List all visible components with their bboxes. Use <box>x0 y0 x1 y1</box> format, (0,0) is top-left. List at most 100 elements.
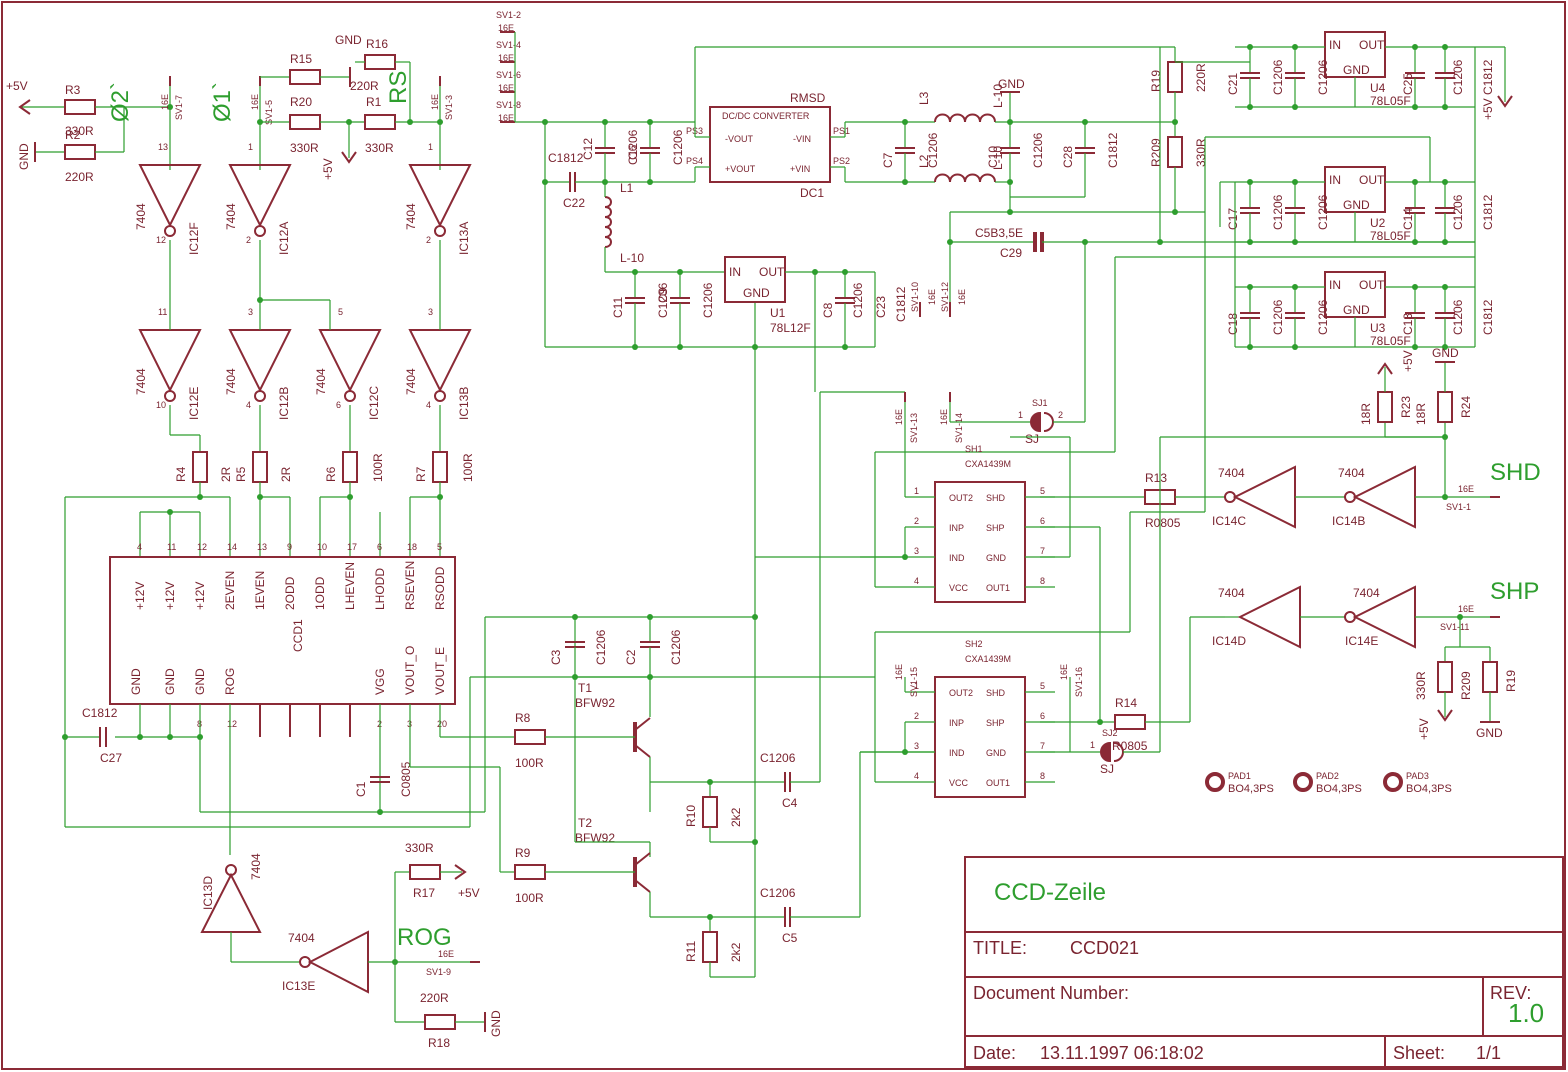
ccd-top-pin-number: 4 <box>137 542 142 552</box>
capacitor-value-label: C1206 <box>1271 59 1285 95</box>
resistor-r17 <box>409 864 441 880</box>
resistor-r4 <box>192 451 208 483</box>
resistor-r11 <box>702 931 718 963</box>
resistor-r8 <box>514 729 546 745</box>
resistor-r17-name: R17 <box>413 886 435 900</box>
sh-pin-label: VCC <box>949 778 969 788</box>
ccd-top-pin-label: RSODD <box>433 566 447 610</box>
sh-chip-name: SH2 <box>965 639 983 649</box>
resistor-r10-value: 2k2 <box>729 807 743 827</box>
inverter-type-label: 7404 <box>404 203 418 230</box>
pad-name: PAD1 <box>1228 771 1251 781</box>
sh-pin-num: 1 <box>914 681 919 691</box>
sh-pin-num: 7 <box>1040 741 1045 751</box>
inverter-input-pin: 1 <box>248 142 253 152</box>
sh-pin-num: 3 <box>914 546 919 556</box>
ccd-top-pin-label: 1EVEN <box>253 571 267 610</box>
sh-pin-num: 5 <box>1040 681 1045 691</box>
regulator-name-label: U3 <box>1370 321 1386 335</box>
resistor-r21 <box>1377 391 1393 423</box>
resistor-r10-name: R10 <box>684 805 698 827</box>
inductor-l2-value: L-10 <box>991 146 1005 170</box>
resistor-r13-value: R0805 <box>1145 516 1181 530</box>
ccd-top-pin-label: 1ODD <box>313 576 327 610</box>
capacitor-value-label: C1206 <box>1316 194 1330 230</box>
cap-c5-value: C1206 <box>760 886 796 900</box>
ccd-top-pin-number: 14 <box>227 542 237 552</box>
ccd-top-pin-number: 9 <box>287 542 292 552</box>
inv-ic14c-type: 7404 <box>1218 466 1245 480</box>
resistor-r21-name: R23 <box>1399 396 1413 418</box>
resistor-r23-name: R19 <box>1149 70 1163 92</box>
sh-chip-part: CXA1439M <box>965 654 1011 664</box>
resistor-r19-name: R19 <box>1504 670 1518 692</box>
ccd-top-pin-label: 2ODD <box>283 576 297 610</box>
conn-sv1-1-value: 16E <box>1458 484 1474 494</box>
cap-c6-value: C1206 <box>671 129 685 165</box>
regulator-u1-in: IN <box>729 265 741 279</box>
capacitor-name-label: C18 <box>1226 313 1240 335</box>
conn-sv1-11-name: SV1-11 <box>1440 622 1469 632</box>
sh-pin-num: 4 <box>914 771 919 781</box>
sh-pin-label: VCC <box>949 583 969 593</box>
pad-value: BO4,3PS <box>1316 783 1362 795</box>
sh-pin-label: SHP <box>986 523 1005 533</box>
resistor-r209-value: 330R <box>1414 671 1428 700</box>
pad-value: BO4,3PS <box>1406 783 1452 795</box>
cap-c12-value: C1206 <box>626 129 640 165</box>
inductor-l3 <box>934 113 996 123</box>
cap-c28-value: C1812 <box>1106 132 1120 168</box>
resistor-r9 <box>514 864 546 880</box>
ccd-bottom-pin-label: VGG <box>373 668 387 695</box>
cap-c11-name: C11 <box>611 297 625 318</box>
resistor-r4-name: R4 <box>174 466 188 482</box>
sh-pin-num: 1 <box>914 486 919 496</box>
conn-sv1-13-name: SV1-13 <box>909 413 919 443</box>
dcdc-ps4: PS4 <box>686 156 703 166</box>
capacitor-name-label: C21 <box>1226 73 1240 95</box>
conn-sv1-16-name: SV1-16 <box>1074 667 1084 697</box>
ccd-top-pin-number: 5 <box>437 542 442 552</box>
transistor-t1-name: T1 <box>578 681 592 695</box>
ccd-bottom-pin-label: ROG <box>223 668 237 695</box>
resistor-r22-name: R24 <box>1459 396 1473 418</box>
connector-pin-name: SV1-4 <box>496 40 521 50</box>
project-title: CCD-Zeile <box>994 879 1106 906</box>
ccd-top-pin-number: 17 <box>347 542 357 552</box>
capacitor-value-label: C1812 <box>1481 59 1495 95</box>
resistor-r3-value: 330R <box>65 124 94 138</box>
resistor-r2-value: 220R <box>65 170 94 184</box>
inverter-input-pin: 13 <box>158 142 168 152</box>
resistor-r21-value: 18R <box>1414 403 1428 425</box>
inv-ic14b-type: 7404 <box>1338 466 1365 480</box>
inverter-output-pin: 12 <box>156 235 166 245</box>
inverter-type-label: 7404 <box>224 203 238 230</box>
resistor-r5-name: R5 <box>234 466 248 482</box>
power-label-gnd-rog: GND <box>489 1010 503 1037</box>
rog-section: IC13D 7404 7404 IC13E 16E SV1-9 330R R17… <box>200 841 503 1050</box>
resistor-r5 <box>252 451 268 483</box>
date-value: 13.11.1997 06:18:02 <box>1040 1043 1204 1063</box>
resistor-r11-name: R11 <box>684 941 698 962</box>
solder-jumper-sj1 <box>1030 411 1041 433</box>
capacitor-value-label: C1206 <box>1271 299 1285 335</box>
sh-pin-label: SHP <box>986 718 1005 728</box>
sheet-value: 1/1 <box>1476 1043 1501 1063</box>
conn-sv1-10-name: SV1-10 <box>910 282 920 312</box>
inductor-l1 <box>604 196 612 248</box>
connector-pin-name: SV1-6 <box>496 70 521 80</box>
inverter-ic14d <box>1237 585 1301 649</box>
regulator-gnd-label: GND <box>1343 198 1370 212</box>
sh-pin-num: 3 <box>914 741 919 751</box>
net-label-phi1: Ø1` <box>209 82 236 122</box>
resistor-r209 <box>1437 661 1453 693</box>
sh-pin-num: 2 <box>914 711 919 721</box>
inverter-name-label: IC13A <box>457 222 471 255</box>
